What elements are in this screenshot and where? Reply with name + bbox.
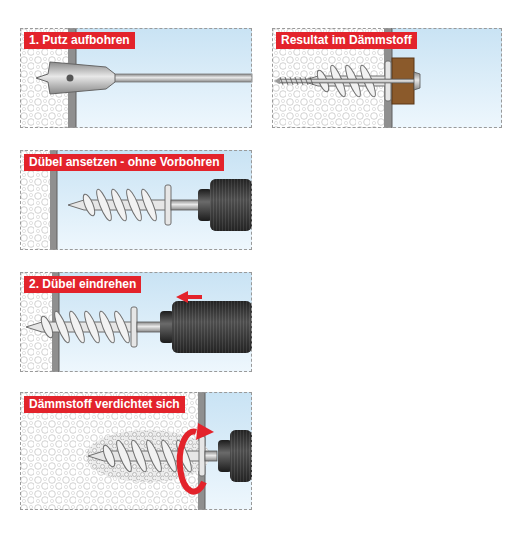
dowel-thread [94, 188, 114, 222]
chuck-shade [210, 179, 252, 231]
illustration-part [20, 272, 252, 372]
dowel-thread [109, 188, 129, 223]
step-label: Dämmstoff verdichtet sich [24, 396, 185, 413]
screw-tip [274, 78, 280, 84]
chuck-nose [218, 440, 232, 472]
screw-shaft [278, 79, 418, 83]
step-panel: 2. Dübel eindrehen [20, 272, 252, 372]
dowel-thread [81, 193, 97, 218]
drill-chuck [160, 301, 252, 353]
panel-background [20, 392, 252, 510]
screw-thread [290, 77, 293, 85]
bit-shaft [112, 74, 252, 82]
dowel-thread [144, 439, 164, 474]
chuck-shade [230, 430, 252, 482]
insulation-dowel [68, 185, 201, 225]
insulation-dowel [88, 436, 217, 476]
dowel-flange [199, 436, 205, 476]
chuck-sleeve [210, 179, 252, 231]
dowel-thread [82, 310, 102, 345]
rotation-arrowhead [196, 423, 214, 440]
step-label: 2. Dübel eindrehen [24, 276, 141, 293]
illustration-part [20, 28, 252, 128]
drill-chuck [218, 430, 252, 482]
screw-thread [285, 77, 288, 85]
hex-bit [205, 451, 217, 461]
illustration-part [272, 28, 502, 128]
step-label: Resultat im Dämmstoff [276, 32, 417, 49]
step-panel: Dübel ansetzen - ohne Vorbohren [20, 150, 252, 250]
direction-arrow [176, 291, 202, 303]
dowel-thread [39, 315, 55, 340]
hex-bit [171, 200, 201, 210]
dowel-flange [165, 185, 171, 225]
step-label: 1. Putz aufbohren [24, 32, 135, 49]
hex-bit [137, 322, 163, 332]
dowel-thread [139, 188, 159, 223]
spade-bit [36, 62, 115, 94]
screw-thread [280, 77, 283, 85]
chuck-nose [198, 189, 212, 221]
bit-hole [67, 75, 74, 82]
dowel-thread [112, 310, 132, 345]
screw-head [414, 72, 420, 90]
drill-chuck [198, 179, 252, 231]
step-label: Dübel ansetzen - ohne Vorbohren [24, 154, 224, 171]
panel-background [20, 150, 252, 250]
dowel-thread [129, 439, 149, 474]
illustration-part [20, 392, 252, 510]
dowel-thread [97, 310, 117, 345]
dowel-thread [124, 188, 144, 223]
dowel-thread [52, 310, 72, 344]
chuck-nose [160, 311, 174, 343]
insulation-dowel [26, 307, 163, 347]
chuck-sleeve [230, 430, 252, 482]
rotation-arrow [180, 432, 204, 492]
step-panel: 1. Putz aufbohren [20, 28, 252, 128]
dowel-thread [101, 444, 117, 469]
panel-background [20, 272, 252, 372]
illustration-part [20, 150, 252, 250]
step-panel: Resultat im Dämmstoff [272, 28, 502, 128]
step-panel: Dämmstoff verdichtet sich [20, 392, 252, 510]
screw-thread [295, 77, 298, 85]
insulation-foam [20, 392, 198, 510]
dowel-thread [159, 439, 179, 474]
screw-thread [305, 77, 308, 85]
chuck-shade [172, 301, 252, 353]
screw-thread [300, 77, 303, 85]
dowel-thread [114, 439, 134, 473]
compressed-foam [86, 430, 210, 482]
dowel-thread [67, 310, 87, 345]
screw-thread [310, 77, 313, 85]
dowel-flange [131, 307, 137, 347]
chuck-sleeve [172, 301, 252, 353]
panel-background [20, 28, 252, 128]
panel-background [272, 28, 502, 128]
